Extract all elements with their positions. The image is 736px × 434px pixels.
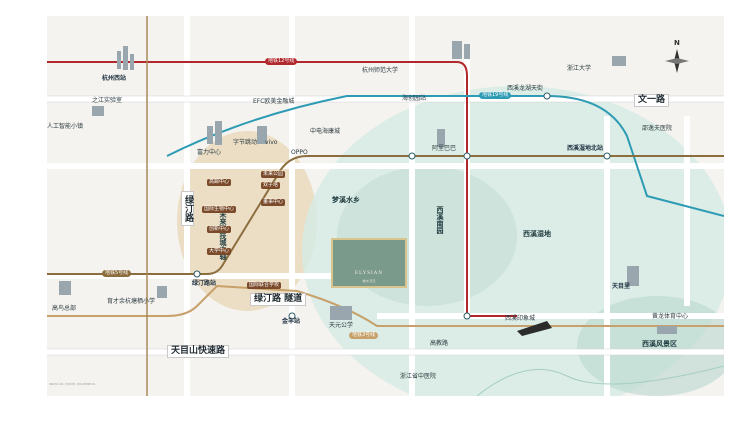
poi-tianyuan-school[interactable]: 天元公学 [329, 322, 354, 329]
poi-longhu[interactable]: 西溪龙湖天街 [507, 85, 544, 92]
metro-19-tag: 地铁19号线 [479, 92, 512, 99]
poi-efc[interactable]: EFC欧美金融城 [253, 98, 295, 105]
poi-zhongdian[interactable]: 中电海康城 [310, 128, 341, 135]
poi-zhijiang-lab[interactable]: 之江实验室 [92, 97, 123, 104]
poi-fuli-center[interactable]: 富力中心 [197, 149, 222, 156]
road-wenyi: 文一路 [634, 94, 670, 107]
road-luting: 绿汀路 [181, 191, 194, 226]
poi-vivo[interactable]: vivo [265, 139, 278, 146]
tag-future-park: 未来公园 [261, 171, 286, 178]
station-xixi-north: 西溪湿地北站 [567, 145, 604, 152]
poi-oppo[interactable]: OPPO [291, 149, 308, 156]
tag-bio-center: 国际生物中心 [202, 206, 237, 213]
scenic-zone [577, 296, 724, 396]
poi-bytedance[interactable]: 字节跳动 [233, 139, 258, 146]
road-gaojiao: 高教路 [430, 340, 449, 347]
tag-intl-school: 国际联合学校 [247, 282, 282, 289]
area-xixi-wetland: 西溪湿地 [523, 230, 551, 238]
map-graphic [47, 16, 724, 396]
poi-hospital[interactable]: 邵逸夫医院 [642, 125, 673, 132]
poi-school[interactable]: 育才余杭塘栖小学 [107, 298, 156, 305]
area-ecological: 梦溪水乡 [332, 196, 360, 204]
road-tianmushan: 天目山快速路 [167, 345, 230, 358]
poi-hangzhou-normal[interactable]: 杭州师范大学 [362, 67, 399, 74]
project-subtitle: 杭州·天元 [362, 279, 376, 283]
tag-gaoyou: 高邮中心 [207, 179, 232, 186]
area-xixi-huayuan: 西溪南园 [436, 206, 444, 234]
tag-university: 大学中心 [207, 248, 232, 255]
tag-twin-tower: 双子塔 [261, 182, 281, 189]
metro-line-5 [47, 155, 724, 275]
station-markers [193, 92, 611, 320]
station-hangzhou-west: 杭州西站 [102, 75, 127, 82]
river [476, 365, 724, 396]
poi-gaoniao[interactable]: 高鸟总部 [52, 305, 77, 312]
poi-haichuang[interactable]: 海创园站 [402, 95, 427, 102]
station-luting: 绿汀路站 [192, 280, 217, 287]
area-science-city: 未来科技城中轴 [219, 211, 227, 260]
area-xixi-impression: 西溪印象城 [505, 315, 536, 322]
tag-directors: 董事中心 [261, 199, 286, 206]
station-tianmuli: 天目里 [612, 283, 631, 290]
compass-north: N [674, 39, 680, 47]
project-name: ELYSIAN [355, 271, 383, 276]
metro-3-tag: 地铁3号线 [349, 332, 379, 339]
tag-innovation: 创新中心 [207, 226, 232, 233]
poi-zhejiang-univ[interactable]: 浙江大学 [567, 65, 592, 72]
poi-zhejiang-hospital[interactable]: 浙江省中医院 [400, 373, 437, 380]
metro-line-12 [47, 61, 517, 317]
poi-huanglong[interactable]: 黄龙体育中心 [652, 313, 689, 320]
metro-12-tag: 地铁12号线 [265, 58, 298, 65]
poi-ai-town[interactable]: 人工智能小镇 [47, 123, 84, 130]
station-jinwang: 金丰站 [282, 318, 301, 325]
compass-rose [665, 49, 689, 73]
road-luting-tunnel: 绿汀路 隧道 [250, 293, 307, 306]
footnote: 本图示仅为示意，非实际比例，具体以政府规划为准。 [49, 384, 98, 386]
poi-alibaba[interactable]: 阿里巴巴 [432, 145, 457, 152]
road-network [47, 16, 724, 396]
metro-5-tag: 地铁5号线 [102, 270, 132, 277]
boat-sketch [517, 321, 552, 336]
building-sketches [59, 41, 677, 334]
project-marker[interactable]: ELYSIAN 杭州·天元 [331, 238, 407, 288]
area-xixi-scenic: 西溪风景区 [642, 340, 677, 348]
metro-line-3 [47, 284, 724, 327]
map-frame: ELYSIAN 杭州·天元 天目山快速路 文一路 绿汀路 绿汀路 隧道 高教路 … [47, 16, 724, 396]
